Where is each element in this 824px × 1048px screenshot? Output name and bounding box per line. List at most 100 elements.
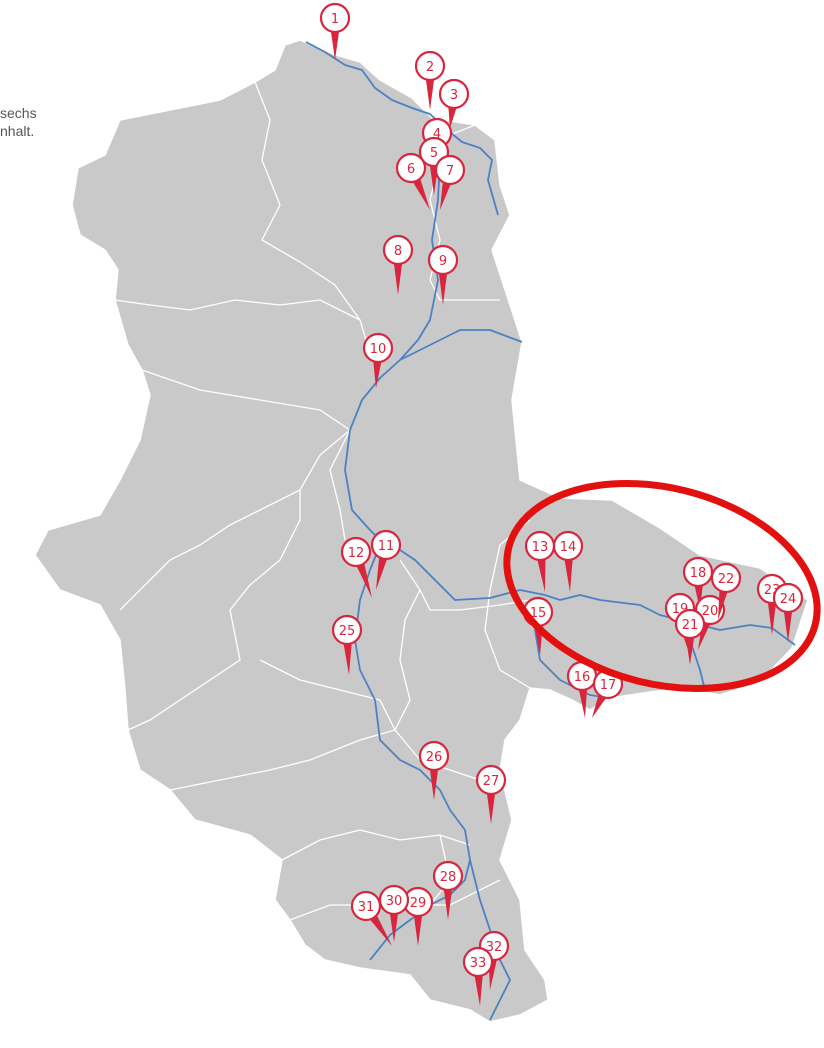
marker-label: 33 xyxy=(470,956,487,971)
marker-pin xyxy=(686,638,694,665)
map-marker-22[interactable]: 22 xyxy=(710,562,742,620)
marker-pin xyxy=(537,559,546,592)
map-marker-8[interactable]: 8 xyxy=(382,234,414,295)
marker-pin xyxy=(414,916,422,946)
map-marker-18[interactable]: 18 xyxy=(682,556,714,610)
map-marker-7[interactable]: 7 xyxy=(434,154,466,210)
marker-label: 4 xyxy=(433,127,441,142)
marker-circle xyxy=(434,154,466,186)
marker-circle xyxy=(362,332,394,364)
marker-label: 1 xyxy=(331,12,339,27)
marker-pin xyxy=(413,179,430,210)
map-marker-14[interactable]: 14 xyxy=(552,530,584,592)
marker-circle xyxy=(418,740,450,772)
marker-label: 31 xyxy=(358,900,375,915)
marker-label: 24 xyxy=(780,592,797,607)
river-elbe-north xyxy=(305,41,499,216)
marker-label: 17 xyxy=(600,678,617,693)
marker-pin xyxy=(564,559,573,592)
marker-label: 7 xyxy=(446,164,454,179)
map-marker-9[interactable]: 9 xyxy=(427,244,459,305)
marker-circle xyxy=(378,884,410,916)
marker-pin xyxy=(448,107,457,128)
marker-circle xyxy=(382,234,414,266)
state-outline xyxy=(34,39,809,1023)
marker-pin xyxy=(440,182,451,210)
map-marker-12[interactable]: 12 xyxy=(340,536,372,598)
intro-text-line-2: nhalt. xyxy=(0,123,35,139)
marker-circle xyxy=(438,78,470,110)
marker-pin xyxy=(768,603,776,635)
marker-pin xyxy=(370,915,392,946)
map-marker-13[interactable]: 13 xyxy=(524,530,556,592)
map-marker-2[interactable]: 2 xyxy=(414,50,446,110)
river-unstrut xyxy=(469,859,511,1021)
map-marker-25[interactable]: 25 xyxy=(331,614,363,675)
marker-pin xyxy=(579,689,587,718)
map-marker-33[interactable]: 33 xyxy=(462,946,494,1006)
marker-circle xyxy=(432,860,464,892)
marker-label: 22 xyxy=(718,572,735,587)
map-marker-11[interactable]: 11 xyxy=(370,529,402,590)
map-marker-1[interactable]: 1 xyxy=(319,2,351,60)
highlight-ellipse xyxy=(503,480,821,692)
marker-label: 13 xyxy=(532,540,549,555)
marker-pin xyxy=(698,622,710,650)
marker-label: 20 xyxy=(702,604,719,619)
marker-label: 30 xyxy=(386,894,403,909)
marker-label: 27 xyxy=(483,774,500,789)
marker-pin xyxy=(373,361,382,388)
marker-circle xyxy=(427,244,459,276)
map-marker-31[interactable]: 31 xyxy=(350,890,392,946)
map-marker-21[interactable]: 21 xyxy=(674,608,706,665)
map-marker-5[interactable]: 5 xyxy=(418,136,450,195)
marker-pin xyxy=(331,32,339,60)
marker-label: 12 xyxy=(348,546,365,561)
map-marker-29[interactable]: 29 xyxy=(402,886,434,946)
map-marker-24[interactable]: 24 xyxy=(772,582,804,642)
map-marker-30[interactable]: 30 xyxy=(378,884,410,942)
marker-pin xyxy=(694,585,703,610)
map-marker-10[interactable]: 10 xyxy=(362,332,394,388)
marker-label: 14 xyxy=(560,540,577,555)
marker-label: 10 xyxy=(370,342,387,357)
marker-circle xyxy=(682,556,714,588)
marker-circle xyxy=(414,50,446,82)
marker-label: 2 xyxy=(426,60,434,75)
map-marker-3[interactable]: 3 xyxy=(438,78,470,128)
marker-pin xyxy=(356,563,372,598)
marker-circle xyxy=(462,946,494,978)
map-marker-16[interactable]: 16 xyxy=(566,660,598,718)
marker-pin xyxy=(430,770,438,800)
marker-label: 16 xyxy=(574,670,591,685)
intro-text-line-1: sechs xyxy=(0,105,37,121)
marker-pin xyxy=(718,591,728,620)
marker-circle xyxy=(475,764,507,796)
marker-circle xyxy=(674,608,706,640)
marker-pin xyxy=(426,80,434,110)
marker-label: 8 xyxy=(394,244,402,259)
marker-label: 3 xyxy=(450,88,458,103)
marker-pin xyxy=(439,274,447,305)
marker-label: 32 xyxy=(486,940,503,955)
map-marker-27[interactable]: 27 xyxy=(475,764,507,824)
marker-circle xyxy=(772,582,804,614)
marker-pin xyxy=(592,694,606,718)
marker-pin xyxy=(343,643,352,675)
marker-pin xyxy=(444,890,452,920)
district-borders xyxy=(114,81,531,921)
marker-label: 28 xyxy=(440,870,457,885)
marker-label: 11 xyxy=(378,539,395,554)
marker-circle xyxy=(395,152,427,184)
marker-label: 18 xyxy=(690,566,707,581)
marker-circle xyxy=(350,890,382,922)
marker-circle xyxy=(710,562,742,594)
map-marker-26[interactable]: 26 xyxy=(418,740,450,800)
marker-pin xyxy=(784,612,792,642)
marker-pin xyxy=(474,975,483,1006)
map-marker-6[interactable]: 6 xyxy=(395,152,430,210)
map-marker-28[interactable]: 28 xyxy=(432,860,464,920)
